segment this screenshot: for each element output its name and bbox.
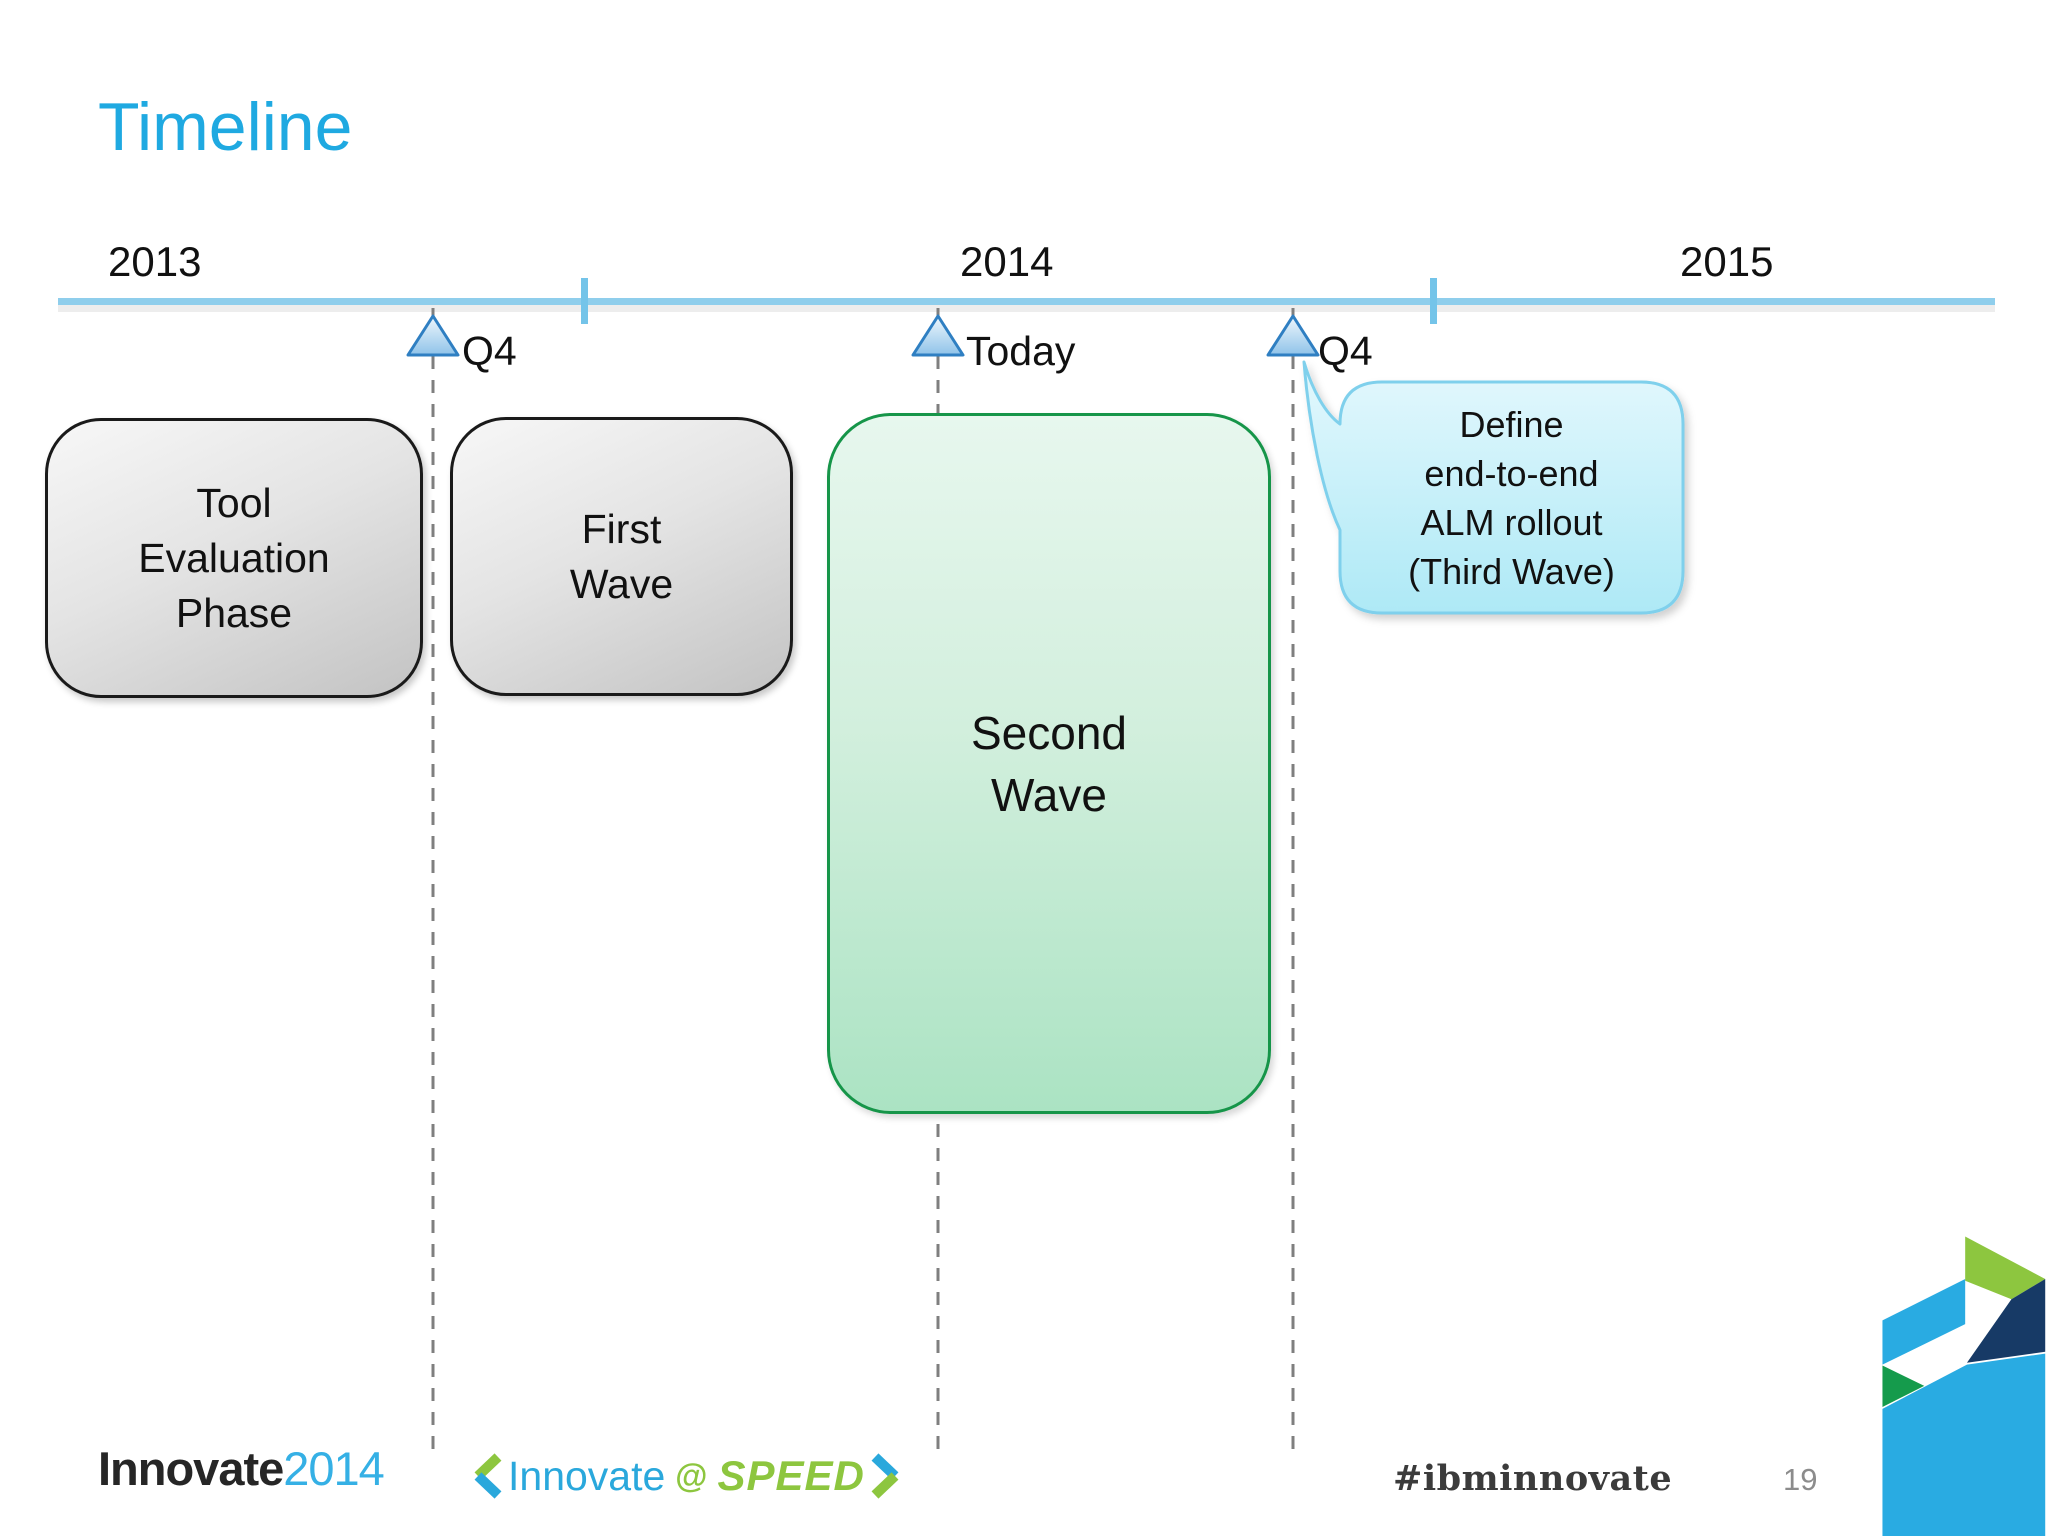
logo-navy-facet [1966, 1278, 2046, 1363]
speed-at-symbol: @ [675, 1457, 708, 1494]
innovate-at-speed-logo: Innovate @ SPEED [472, 1450, 901, 1502]
phase-box-line: Wave [991, 768, 1107, 821]
innovate-wordmark: Innovate [98, 1442, 284, 1495]
logo-green-facet [1882, 1365, 1925, 1408]
timeline-shadow [58, 305, 1995, 312]
phase-box-tool-evaluation: Tool Evaluation Phase [45, 418, 423, 698]
marker-triangle-q4-2013 [406, 314, 460, 357]
left-angle-bracket-icon [474, 1453, 502, 1499]
innovate-year: 2014 [283, 1442, 385, 1495]
timeline-tick-2014 [581, 278, 588, 324]
callout-line: ALM rollout [1420, 501, 1603, 543]
phase-box-line: Evaluation [138, 534, 330, 581]
page-number: 19 [1783, 1462, 1818, 1497]
year-label-2015: 2015 [1680, 238, 1774, 285]
callout-line: (Third Wave) [1408, 550, 1615, 592]
logo-cyan-band [1882, 1278, 1966, 1365]
callout-third-wave: Define end-to-end ALM rollout (Third Wav… [1340, 382, 1683, 613]
event-hashtag: #ibminnovate [1393, 1458, 1673, 1499]
phase-box-line: First [581, 505, 662, 552]
innovate-ribbon-logo [1882, 1236, 2046, 1536]
year-label-2014: 2014 [960, 238, 1054, 285]
phase-box-second-wave: Second Wave [827, 413, 1271, 1114]
phase-box-line: Wave [569, 560, 674, 607]
phase-box-first-wave: First Wave [450, 417, 793, 696]
right-angle-bracket-icon [871, 1453, 899, 1499]
marker-triangle-today [911, 314, 965, 357]
timeline-tick-2015 [1430, 278, 1437, 324]
phase-box-line: Second [970, 706, 1127, 759]
callout-line: end-to-end [1424, 452, 1599, 494]
page-title: Timeline [98, 89, 353, 165]
innovate-2014-logo: Innovate2014 [98, 1441, 385, 1496]
callout-line: Define [1459, 403, 1564, 445]
phase-box-line: Tool [196, 479, 272, 526]
marker-label-q4-2014: Q4 [1318, 328, 1373, 374]
logo-lime-facet [1965, 1236, 2046, 1300]
speed-innovate-text: Innovate [508, 1452, 666, 1499]
logo-cyan-body [1882, 1353, 2046, 1536]
marker-triangle-q4-2014 [1266, 314, 1320, 357]
marker-label-today: Today [966, 328, 1076, 374]
speed-text: SPEED [717, 1452, 865, 1499]
callout-bubble [1302, 360, 1685, 615]
marker-label-q4-2013: Q4 [462, 328, 517, 374]
phase-box-line: Phase [175, 589, 293, 636]
timeline-line [58, 298, 1995, 305]
year-label-2013: 2013 [108, 238, 202, 285]
